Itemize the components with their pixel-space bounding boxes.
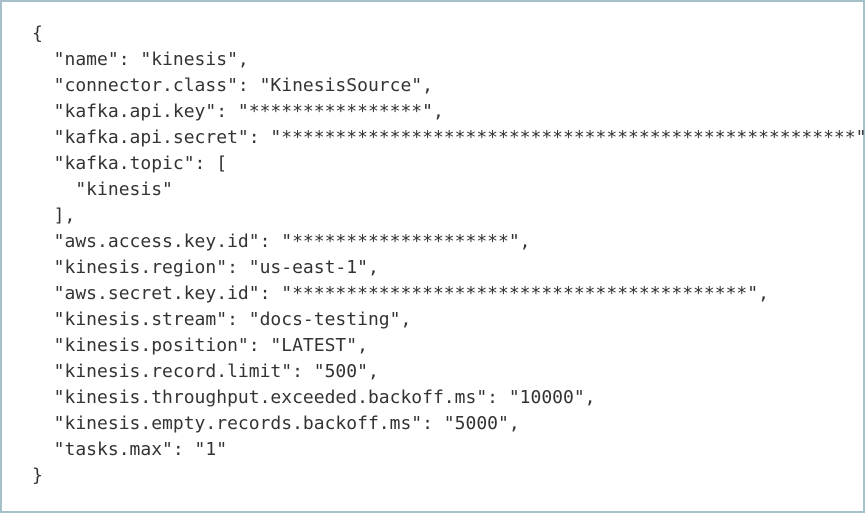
code-line: "kinesis" xyxy=(32,179,173,200)
code-line: "kafka.topic": [ xyxy=(32,153,228,174)
code-line: "kinesis.record.limit": "500", xyxy=(32,361,379,382)
code-line: "kafka.api.secret": "*******************… xyxy=(32,127,865,148)
code-line: "name": "kinesis", xyxy=(32,49,249,70)
code-line: ], xyxy=(32,205,76,226)
code-line: { xyxy=(32,23,43,44)
code-line: "aws.secret.key.id": "******************… xyxy=(32,283,769,304)
code-line: "kinesis.position": "LATEST", xyxy=(32,335,368,356)
code-line: "kinesis.empty.records.backoff.ms": "500… xyxy=(32,413,520,434)
code-line: "tasks.max": "1" xyxy=(32,439,228,460)
code-line: "connector.class": "KinesisSource", xyxy=(32,75,433,96)
code-line: "kinesis.region": "us-east-1", xyxy=(32,257,379,278)
json-config: { "name": "kinesis", "connector.class": … xyxy=(32,21,865,489)
code-line: "aws.access.key.id": "******************… xyxy=(32,231,531,252)
code-line: "kinesis.throughput.exceeded.backoff.ms"… xyxy=(32,387,596,408)
code-line: "kafka.api.key": "****************", xyxy=(32,101,444,122)
code-line: "kinesis.stream": "docs-testing", xyxy=(32,309,412,330)
code-line: } xyxy=(32,465,43,486)
